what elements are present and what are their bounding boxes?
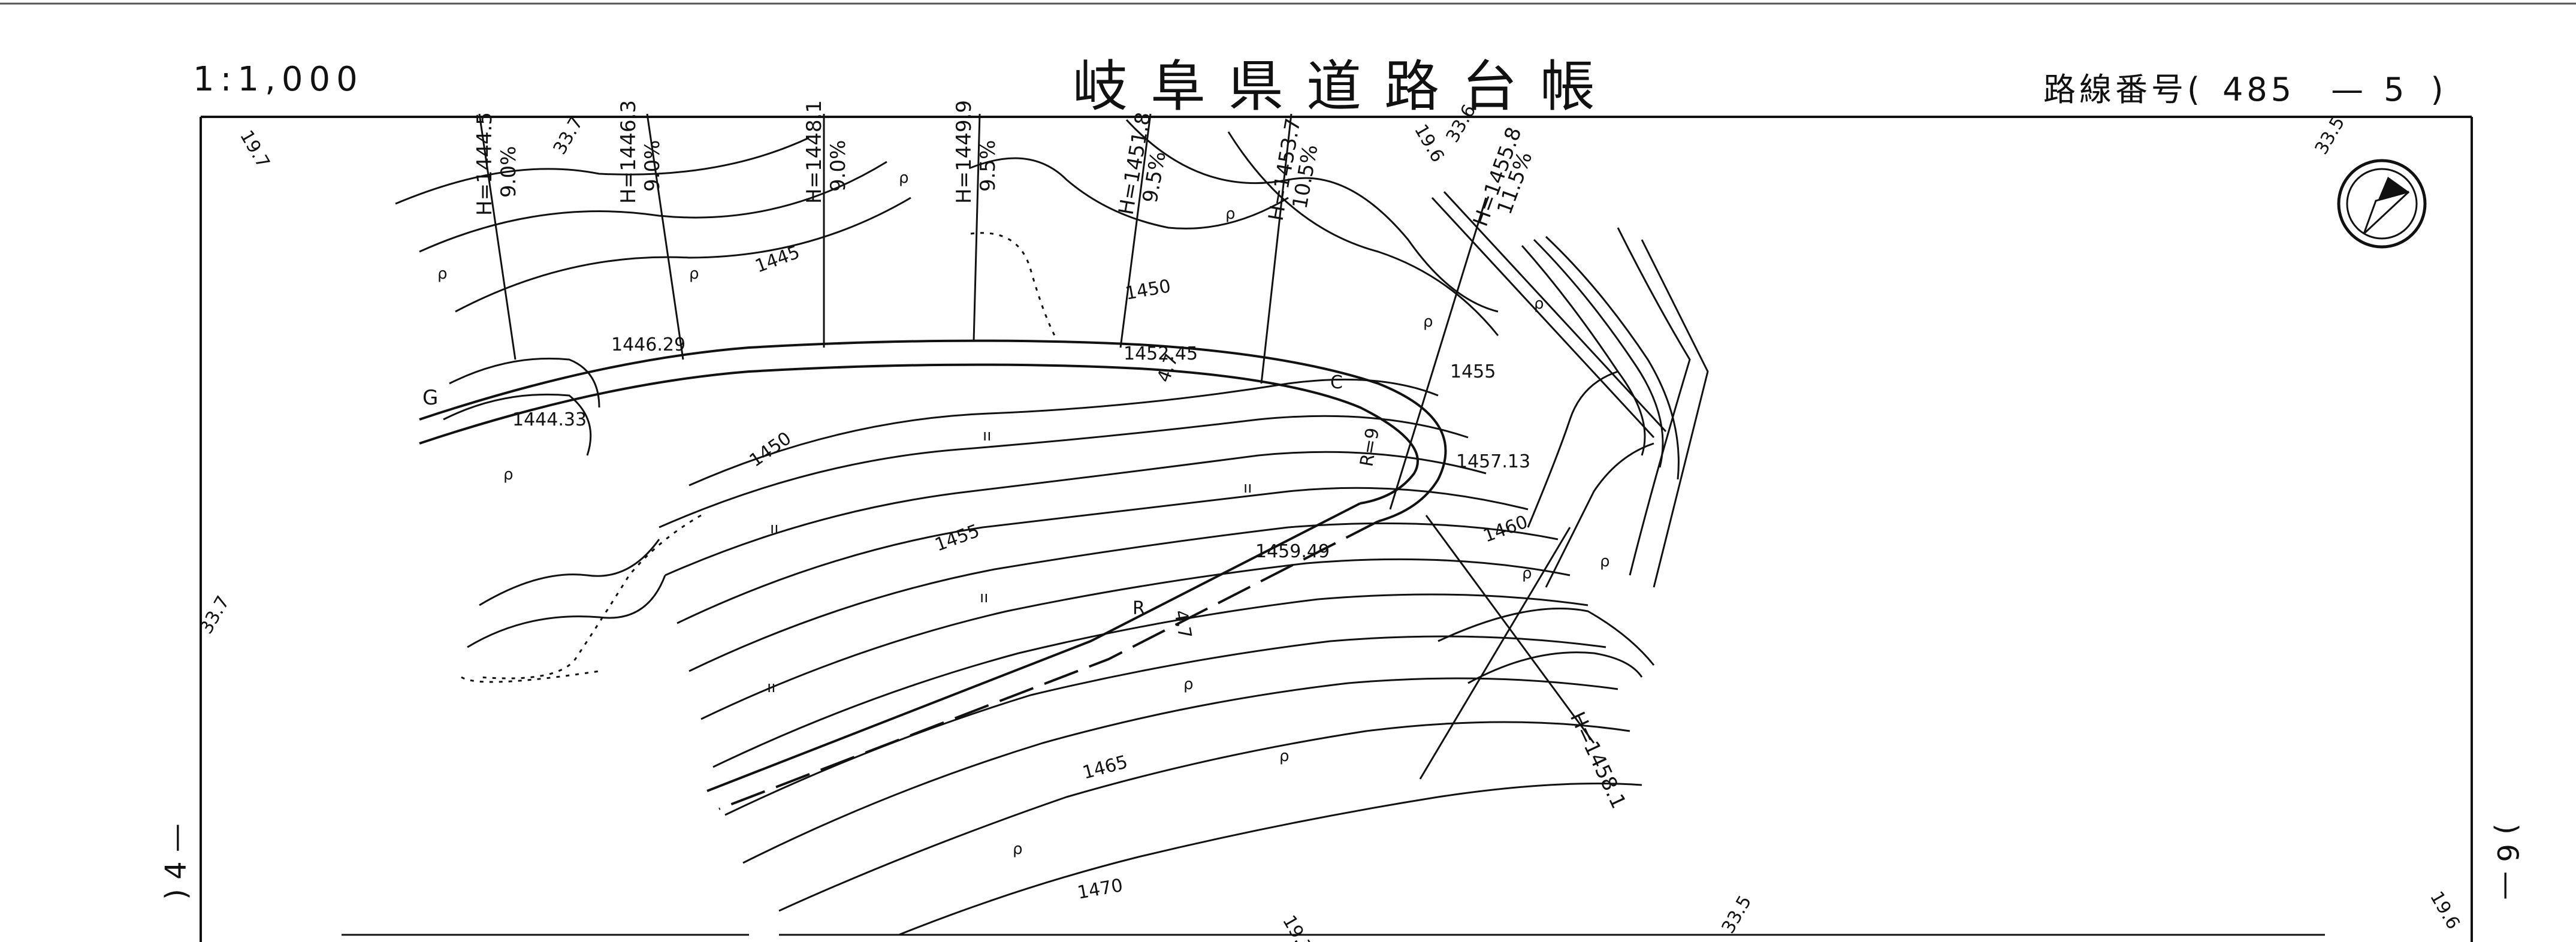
grid-label-8: 33.5 <box>1718 892 1756 937</box>
spot-height-5: 1459.49 <box>1255 541 1330 562</box>
grid-label-4: 19.6 <box>1410 121 1448 166</box>
width-label-a: 4.7 <box>1170 608 1195 640</box>
station-h-3: H=1448.1 <box>802 100 826 204</box>
g-mark: G <box>422 386 438 410</box>
contour-label-3: 1450 <box>746 428 796 471</box>
north-arrow-icon <box>2337 159 2427 249</box>
svg-text:ρ: ρ <box>1013 840 1023 858</box>
route-suffix: ) <box>2430 71 2447 108</box>
grid-label-2: 33.7 <box>549 113 588 158</box>
station-h-1: H=1444.5 <box>473 112 497 216</box>
terrain-symbols: ρ ρ ρ ρ ρ ρ ρ ıı ıı ıı ıı ıı ρ ρ ρ ρ ρ <box>437 169 1610 858</box>
grid-label-9: 19.6 <box>2426 888 2464 933</box>
svg-text:ıı: ıı <box>770 520 778 538</box>
svg-text:ıı: ıı <box>767 678 775 696</box>
grid-label-5: 33.5 <box>2311 113 2349 158</box>
c-mark: C <box>1330 372 1343 393</box>
svg-text:ρ: ρ <box>689 265 699 283</box>
sheet-title: 岐阜県道路台帳 <box>1073 55 1618 119</box>
contour-label-5: 1455 <box>1450 361 1496 382</box>
station-g-3: 9.0% <box>826 140 850 192</box>
grid-label-7: 19.7 <box>1278 912 1316 942</box>
route-sheet: 5 <box>2384 71 2408 108</box>
route-prefix: 路線番号( <box>2043 71 2204 108</box>
svg-text:ρ: ρ <box>1600 552 1610 570</box>
svg-text:ρ: ρ <box>1534 295 1544 313</box>
contour-label-8: 1470 <box>1076 875 1124 904</box>
svg-text:ρ: ρ <box>437 265 448 283</box>
station-h-2: H=1446.3 <box>617 100 641 204</box>
svg-text:ıı: ıı <box>1243 479 1252 497</box>
grid-label-1: 19.7 <box>235 127 274 172</box>
ridge-lines <box>1431 191 1680 480</box>
spot-height-1: 1446.29 <box>611 334 685 355</box>
contour-label-6: 1460 <box>1481 512 1531 547</box>
lane-mark: R <box>1133 598 1145 619</box>
station-g-4: 9.5% <box>976 140 1000 192</box>
svg-text:ρ: ρ <box>1522 564 1532 582</box>
station-h-8: H=1458.1 <box>1565 708 1630 813</box>
map-scale: 1:1,000 <box>193 60 364 99</box>
station-g-1: 9.0% <box>497 146 521 198</box>
station-lines <box>478 113 1595 780</box>
map-frame <box>200 116 2473 942</box>
contour-label-4: 1455 <box>932 521 983 556</box>
road-centerline <box>419 339 1447 810</box>
svg-text:ρ: ρ <box>1183 675 1194 693</box>
dotted-boundaries <box>461 232 1056 683</box>
station-g-2: 9.0% <box>641 140 665 192</box>
contour-label-2: 1450 <box>1124 276 1172 304</box>
svg-text:ρ: ρ <box>503 466 514 484</box>
svg-text:ρ: ρ <box>899 169 909 187</box>
route-number: 485 <box>2222 71 2296 108</box>
svg-text:ρ: ρ <box>1279 747 1289 765</box>
svg-text:ρ: ρ <box>1423 313 1433 331</box>
station-h-4: H=1449.9 <box>952 100 976 204</box>
svg-text:ıı: ıı <box>983 427 991 445</box>
spot-height-3: 1452.45 <box>1124 343 1198 364</box>
svg-text:ρ: ρ <box>1225 205 1236 223</box>
spot-height-2: 1444.33 <box>512 409 587 430</box>
svg-text:ıı: ıı <box>980 588 988 606</box>
route-dash: — <box>2331 71 2367 108</box>
curve-radius: R=9 <box>1356 426 1384 468</box>
spot-height-4: 1457.13 <box>1456 451 1530 472</box>
contour-label-1: 1445 <box>753 242 803 277</box>
route-number-label: 路線番号( 485 — 5) <box>2043 63 2447 110</box>
contour-label-7: 1465 <box>1080 751 1130 784</box>
grid-label-3: 33.6 <box>1442 101 1481 146</box>
